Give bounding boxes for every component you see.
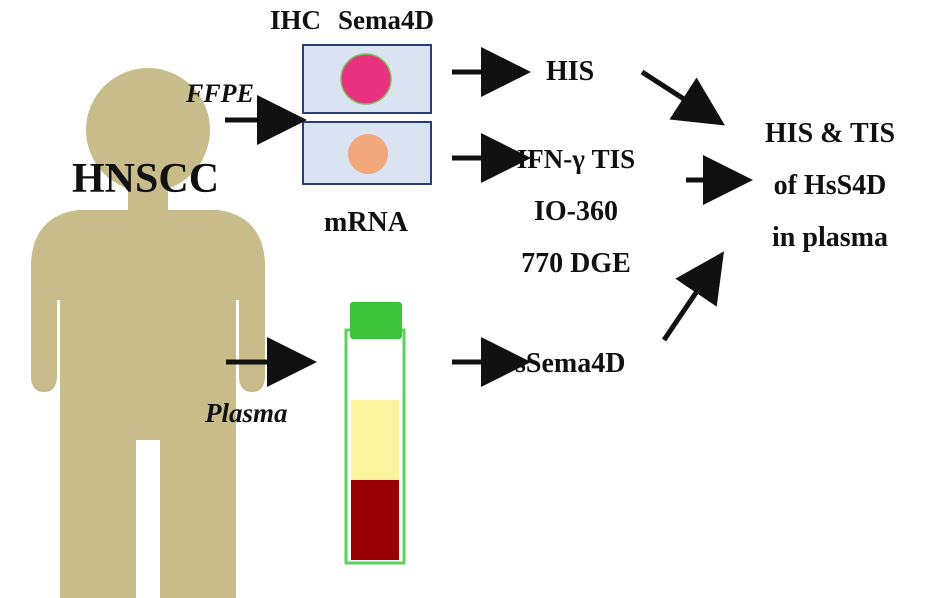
- label-ihc: IHC: [270, 5, 321, 35]
- person-head: [86, 68, 210, 192]
- label-result-line1: HIS & TIS: [765, 118, 895, 149]
- tube-buffy-layer: [351, 400, 399, 480]
- ihc-stain-dot: [340, 53, 392, 105]
- label-770dge: 770 DGE: [521, 248, 631, 279]
- label-his: HIS: [546, 56, 594, 87]
- person-neck: [128, 186, 168, 214]
- person-body: [31, 210, 265, 598]
- label-result-line2: of HsS4D: [774, 170, 887, 201]
- label-sema4d: Sema4D: [338, 5, 434, 35]
- arrow-ssema4d-to-result: [661, 251, 725, 342]
- label-result-line3: in plasma: [772, 222, 888, 253]
- label-hnscc: HNSCC: [72, 156, 219, 202]
- person-silhouette: [31, 68, 265, 598]
- mrna-stain-dot: [348, 134, 388, 174]
- blood-tube: [344, 302, 406, 565]
- arrow-his-to-result: [640, 69, 726, 126]
- label-ssema4d: sSema4D: [515, 348, 625, 379]
- arrows: [225, 47, 753, 387]
- label-plasma: Plasma: [204, 398, 288, 428]
- label-mrna: mRNA: [324, 207, 409, 238]
- mrna-slide: [302, 121, 432, 185]
- tube-cap: [350, 302, 402, 339]
- tube-cells-layer: [351, 480, 399, 560]
- label-ffpe: FFPE: [185, 79, 254, 108]
- label-ifn-tis: IFN-γ TIS: [517, 144, 635, 174]
- label-io360: IO-360: [534, 196, 618, 227]
- tube-serum-layer: [351, 344, 399, 400]
- ihc-slide: [302, 44, 432, 114]
